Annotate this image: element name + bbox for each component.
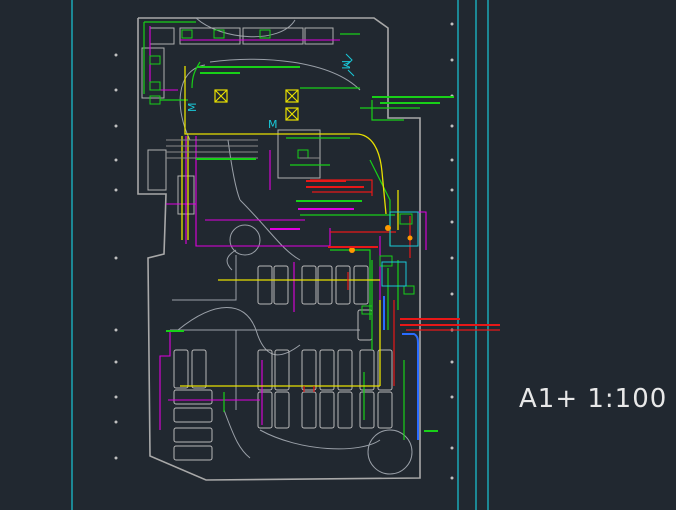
drawing-frame <box>71 0 489 510</box>
blue-pipe <box>383 296 419 440</box>
green-pipes <box>143 21 420 440</box>
orange-markers <box>349 225 413 253</box>
building-outline <box>137 17 421 481</box>
pump-room-equipment <box>345 53 419 287</box>
driveway-curves <box>170 17 413 475</box>
svg-text:M: M <box>339 60 352 70</box>
parking-stalls-left <box>173 349 213 461</box>
annotation-marks <box>166 66 500 432</box>
yellow-pipes <box>180 66 399 387</box>
parking-stalls-middle <box>257 265 393 429</box>
equipment-boxes <box>214 89 299 121</box>
structure-hatch <box>166 139 320 159</box>
grid-ticks-left <box>114 53 118 460</box>
svg-text:M: M <box>186 103 199 113</box>
grid-ticks-right <box>450 22 454 480</box>
magenta-pipes <box>149 26 427 430</box>
scale-label: A1+ 1:100 <box>519 384 668 414</box>
parking-stalls-top <box>141 27 334 215</box>
section-markers: M M M <box>186 60 352 131</box>
svg-text:M: M <box>268 118 278 131</box>
pipe-fixtures <box>149 29 415 315</box>
